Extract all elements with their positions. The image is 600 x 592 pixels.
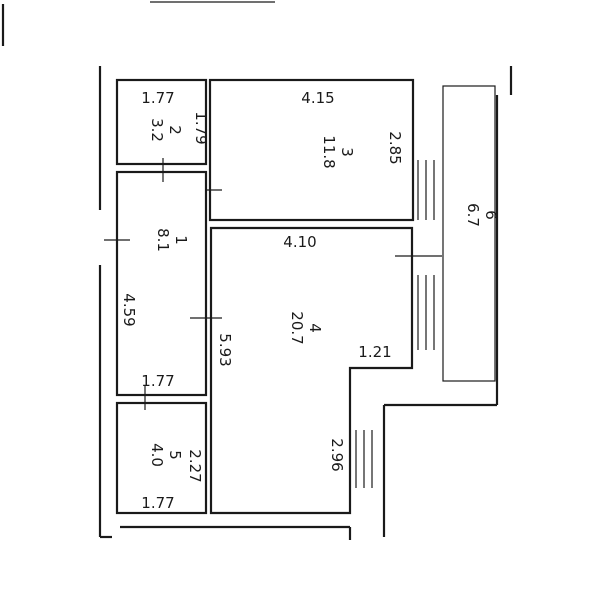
door-marks	[104, 158, 442, 410]
room-1-number: 1	[172, 235, 190, 245]
room-6-number: 6	[482, 210, 500, 220]
balcony-outline	[442, 85, 496, 382]
room3-width-dim: 4.15	[301, 89, 334, 107]
room-6-area: 6.7	[464, 203, 482, 227]
room1-width-dim: 1.77	[141, 372, 174, 390]
room-3-area: 11.8	[320, 135, 338, 168]
room-3-number: 3	[338, 147, 356, 157]
room4-step-dim: 1.21	[358, 343, 391, 361]
room-2-number: 2	[166, 125, 184, 135]
room1-length-dim: 4.59	[120, 293, 138, 326]
room-5-outline	[115, 401, 208, 515]
room-4-outline	[209, 226, 414, 515]
room-2-area: 3.2	[148, 118, 166, 142]
room-5-area: 4.0	[148, 443, 166, 467]
outer-walls	[98, 66, 513, 540]
corner-fragment	[1, 1, 275, 46]
room5-depth-dim: 2.27	[186, 449, 204, 482]
room-3-outline	[208, 78, 415, 222]
room4-width-dim: 4.10	[283, 233, 316, 251]
room-1-area: 8.1	[154, 228, 172, 252]
room-4-number: 4	[306, 323, 324, 333]
room5-width-dim: 1.77	[141, 494, 174, 512]
room-2-outline	[115, 78, 208, 166]
room3-depth-dim: 2.85	[386, 131, 404, 164]
room-4-area: 20.7	[288, 311, 306, 344]
room2-depth-dim: 1.79	[192, 111, 210, 144]
room4-length-dim: 5.93	[216, 333, 234, 366]
room4-lower-dim: 2.96	[328, 438, 346, 471]
room-1-outline	[115, 170, 208, 397]
room2-width-dim: 1.77	[141, 89, 174, 107]
room-5-number: 5	[166, 450, 184, 460]
window-hatching	[355, 160, 435, 488]
